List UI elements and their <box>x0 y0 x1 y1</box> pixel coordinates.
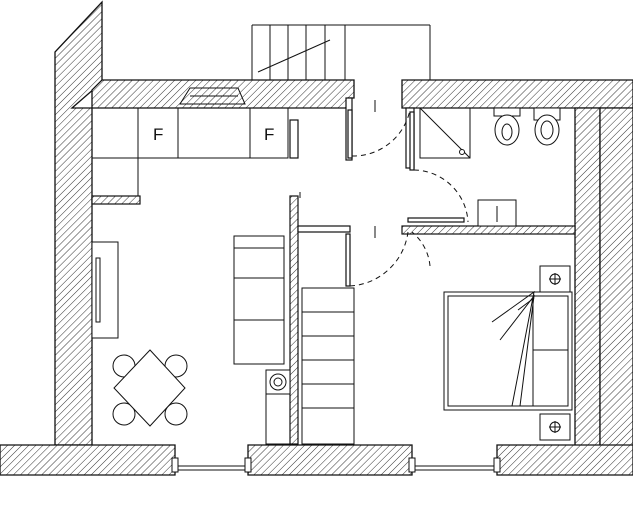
range-hood <box>179 87 246 105</box>
partition-bath-bottom <box>401 225 576 235</box>
double-bed <box>443 290 573 411</box>
walls <box>0 0 633 476</box>
wall-bottom-left <box>0 444 176 476</box>
bedroom <box>443 265 573 441</box>
dining-table <box>112 349 188 427</box>
bidet <box>493 107 521 146</box>
bathroom <box>419 107 561 227</box>
wall-right <box>574 107 601 451</box>
sofa <box>233 235 285 365</box>
doors <box>345 109 465 287</box>
wall-bottom-right <box>496 444 633 476</box>
partition-central <box>289 195 299 445</box>
partition-upper-left <box>289 119 299 159</box>
door-swings <box>349 109 469 287</box>
ticks <box>299 100 376 238</box>
door-bedroom <box>407 217 465 223</box>
living-area <box>91 235 291 445</box>
nightstand-bottom <box>539 413 571 441</box>
appliance-label-right: F <box>264 125 274 144</box>
toilet <box>533 107 561 146</box>
stairs-top <box>251 24 431 80</box>
wall-bottom-middle <box>247 444 413 476</box>
bottom-openings <box>171 445 501 473</box>
hall-stairs <box>301 287 355 445</box>
wall-far-right <box>599 107 633 453</box>
appliance-label-left: F <box>153 125 163 144</box>
door-living <box>345 233 351 287</box>
bath-sink <box>477 199 517 227</box>
wall-left <box>54 0 103 446</box>
door-bath <box>409 111 415 171</box>
wall-top-right <box>401 79 633 109</box>
kitchen <box>91 87 289 196</box>
partition-hall-short <box>297 225 351 233</box>
side-table <box>265 369 291 445</box>
door-hall-top <box>347 109 353 159</box>
nightstand-top <box>539 265 571 293</box>
kitchen-counter <box>91 107 289 159</box>
shower <box>419 107 471 159</box>
partition-kitchen-nub <box>91 195 141 205</box>
